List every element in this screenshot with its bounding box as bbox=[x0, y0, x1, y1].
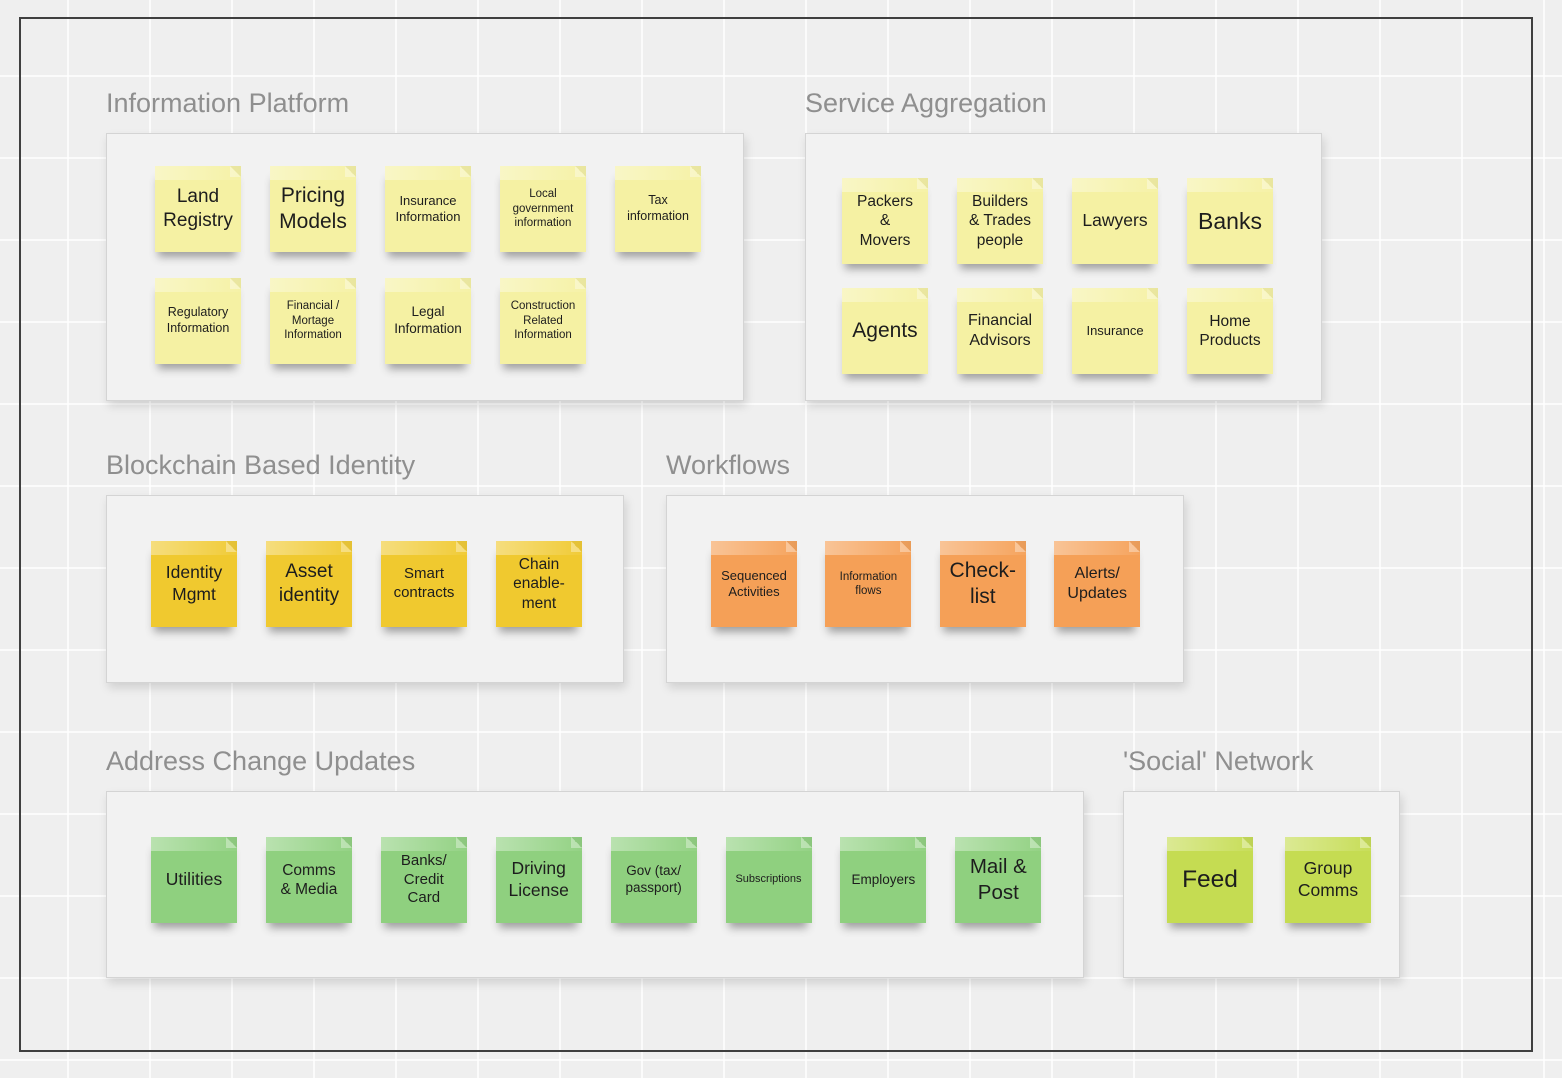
sticky-note[interactable]: Tax information bbox=[615, 166, 701, 252]
sticky-note[interactable]: Subscriptions bbox=[725, 837, 812, 923]
sticky-note[interactable]: Utilities bbox=[151, 837, 237, 923]
sticky-note[interactable]: Information flows bbox=[825, 541, 912, 627]
sticky-note[interactable]: Lawyers bbox=[1072, 178, 1158, 264]
sticky-note[interactable]: Local government information bbox=[500, 166, 586, 252]
group-frame-blockchain-based-identity[interactable]: Identity Mgmt Asset identity Smart contrac… bbox=[106, 495, 624, 683]
sticky-note[interactable]: Regulatory Information bbox=[155, 278, 241, 364]
group-title-social-network[interactable]: 'Social' Network bbox=[1123, 746, 1314, 776]
sticky-note[interactable]: Check- list bbox=[939, 541, 1026, 627]
group-title-blockchain-based-identity[interactable]: Blockchain Based Identity bbox=[106, 450, 416, 480]
group-blockchain-based-identity: Identity Mgmt Asset identity Smart contrac… bbox=[106, 450, 624, 683]
group-title-information-platform[interactable]: Information Platform bbox=[106, 88, 350, 118]
sticky-note[interactable]: Smart contracts bbox=[381, 541, 467, 627]
sticky-note[interactable]: Insurance Information bbox=[385, 166, 471, 252]
sticky-note[interactable]: Feed bbox=[1167, 837, 1253, 923]
sticky-note[interactable]: Legal Information bbox=[385, 278, 471, 364]
group-frame-service-aggregation[interactable]: Packers & Movers Builders & Trades people… bbox=[805, 133, 1322, 401]
sticky-note[interactable]: Banks bbox=[1187, 178, 1273, 264]
group-address-change-updates: Utilities Comms & Media Banks/ Credit Card… bbox=[106, 746, 1084, 978]
group-service-aggregation: Packers & Movers Builders & Trades people… bbox=[805, 88, 1322, 401]
sticky-note[interactable]: Asset identity bbox=[266, 541, 352, 627]
group-frame-address-change-updates[interactable]: Utilities Comms & Media Banks/ Credit Card… bbox=[106, 791, 1084, 978]
group-title-service-aggregation[interactable]: Service Aggregation bbox=[805, 88, 1047, 118]
group-frame-information-platform[interactable]: Land Registry Pricing Models Insurance Inf… bbox=[106, 133, 744, 401]
sticky-note[interactable]: Alerts/ Updates bbox=[1054, 541, 1141, 627]
group-title-address-change-updates[interactable]: Address Change Updates bbox=[106, 746, 416, 776]
group-information-platform: Land Registry Pricing Models Insurance Inf… bbox=[106, 88, 744, 401]
group-workflows: Sequenced Activities Information flows Che… bbox=[666, 450, 1184, 683]
sticky-note[interactable]: Land Registry bbox=[155, 166, 241, 252]
group-frame-workflows[interactable]: Sequenced Activities Information flows Che… bbox=[666, 495, 1184, 683]
sticky-note[interactable]: Financial Advisors bbox=[957, 288, 1043, 374]
sticky-note[interactable]: Driving License bbox=[495, 837, 582, 923]
sticky-note[interactable]: Chain enable- ment bbox=[496, 541, 582, 627]
sticky-note[interactable]: Agents bbox=[842, 288, 928, 374]
sticky-note[interactable]: Home Products bbox=[1187, 288, 1273, 374]
sticky-note[interactable]: Banks/ Credit Card bbox=[380, 837, 467, 923]
sticky-note[interactable]: Insurance bbox=[1072, 288, 1158, 374]
sticky-note[interactable]: Pricing Models bbox=[270, 166, 356, 252]
sticky-note[interactable]: Mail & Post bbox=[955, 837, 1042, 923]
sticky-note[interactable]: Financial / Mortage Information bbox=[270, 278, 356, 364]
group-social-network: Feed Group Comms 'Social' Network bbox=[1123, 746, 1400, 978]
sticky-note[interactable]: Builders & Trades people bbox=[957, 178, 1043, 264]
group-title-workflows[interactable]: Workflows bbox=[666, 450, 791, 480]
sticky-note[interactable]: Group Comms bbox=[1285, 837, 1371, 923]
sticky-note[interactable]: Packers & Movers bbox=[842, 178, 928, 264]
sticky-note[interactable]: Comms & Media bbox=[265, 837, 352, 923]
sticky-note[interactable]: Construction Related Information bbox=[500, 278, 586, 364]
group-frame-social-network[interactable]: Feed Group Comms bbox=[1123, 791, 1400, 978]
sticky-note[interactable]: Sequenced Activities bbox=[711, 541, 797, 627]
sticky-note[interactable]: Gov (tax/ passport) bbox=[610, 837, 697, 923]
sticky-note[interactable]: Employers bbox=[840, 837, 927, 923]
sticky-note[interactable]: Identity Mgmt bbox=[151, 541, 237, 627]
